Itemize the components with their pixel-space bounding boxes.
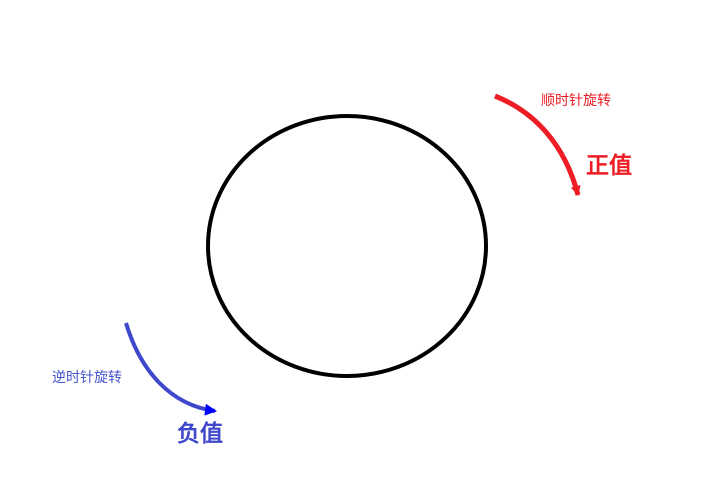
counterclockwise-caption: 逆时针旋转 bbox=[52, 370, 122, 386]
negative-value-label: 负值 bbox=[177, 421, 223, 447]
clockwise-arrow bbox=[494, 93, 581, 196]
clockwise-caption: 顺时针旋转 bbox=[541, 93, 611, 109]
counterclockwise-arrow bbox=[124, 322, 217, 416]
positive-value-label: 正值 bbox=[586, 153, 632, 179]
rotation-circle bbox=[206, 114, 488, 378]
